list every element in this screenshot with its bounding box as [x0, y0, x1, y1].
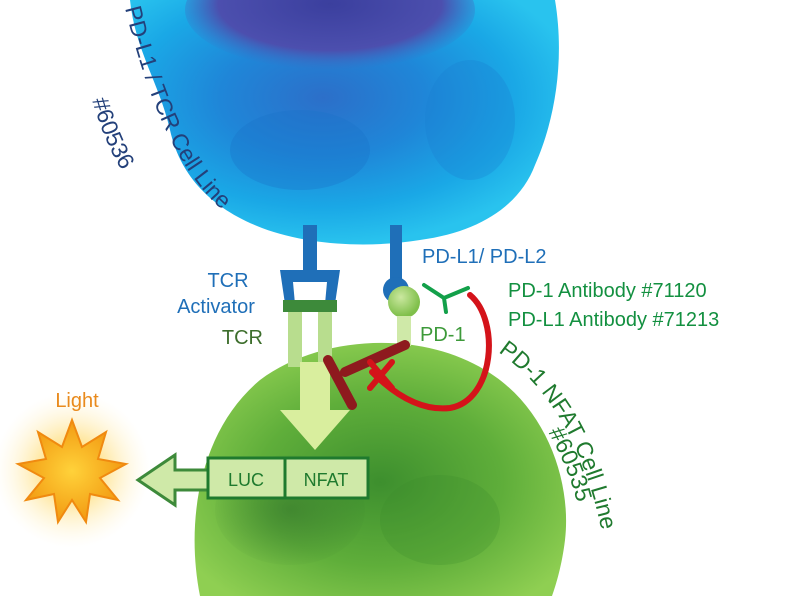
- pd-l1-tcr-cell: [130, 0, 559, 244]
- antibody-icon: [424, 285, 468, 312]
- light-label: Light: [55, 390, 99, 412]
- pd-1-receptor: [388, 286, 420, 346]
- top-cell-catalog-label: #60536: [87, 94, 140, 173]
- pd-1-antibody-label: PD-1 Antibody #71120: [508, 280, 707, 302]
- luc-label: LUC: [228, 470, 264, 490]
- nfat-label: NFAT: [304, 470, 349, 490]
- pd-l1-antibody-label: PD-L1 Antibody #71213: [508, 309, 719, 331]
- tcr-label: TCR: [222, 327, 263, 349]
- tcr-activator-label-1: TCR: [207, 270, 248, 292]
- pd-l1-pd-l2-label: PD-L1/ PD-L2: [422, 246, 547, 268]
- reporter-construct: LUC NFAT: [208, 458, 368, 498]
- tcr-activator-label-2: Activator: [177, 296, 255, 318]
- pd-1-label: PD-1: [420, 324, 466, 346]
